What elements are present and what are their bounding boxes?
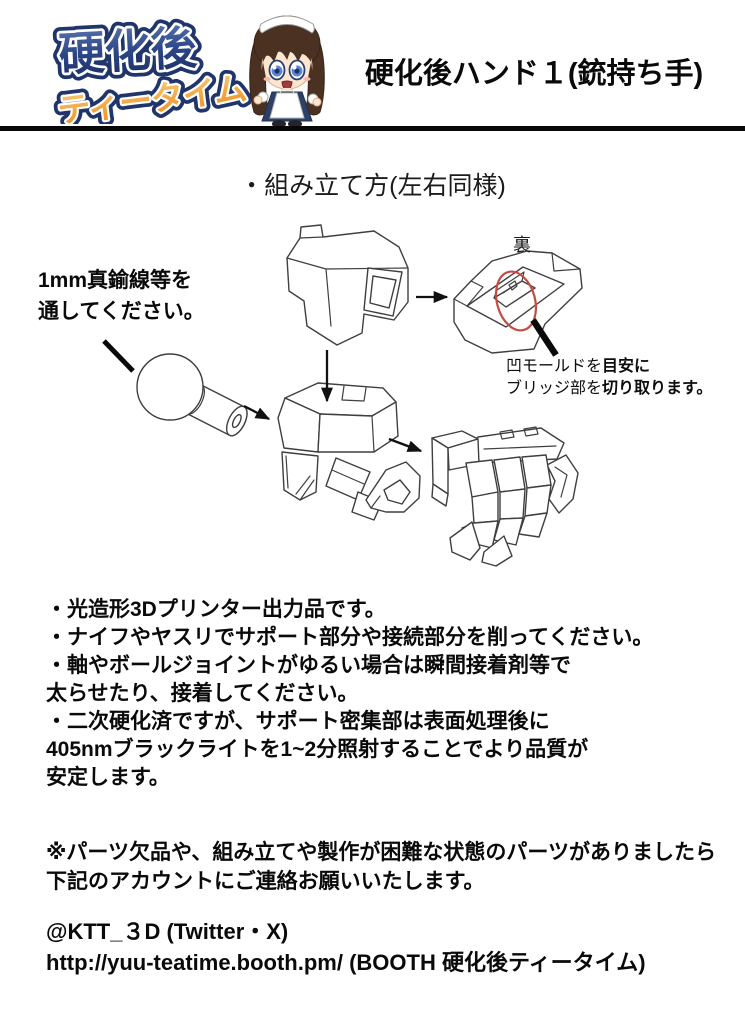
back-side-label: 裏 xyxy=(513,235,531,255)
wire-note-line1: 1mm真鍮線等を xyxy=(38,269,193,292)
note-line: ・光造形3Dプリンター出力品です。 xyxy=(46,598,386,621)
bridge-pointer-line xyxy=(530,318,559,357)
arrow-ball-to-base xyxy=(243,404,271,421)
brand-logo: 硬化後 硬化後 ティータイム ティータイム xyxy=(49,15,251,124)
missing-parts-warning: ※パーツ欠品や、組み立てや製作が困難な状態のパーツがありましたら 下記のアカウン… xyxy=(46,838,716,896)
assembly-section-title: ・組み立て方(左右同様) xyxy=(239,172,506,200)
bridge-note-line2-plain: ブリッジ部を xyxy=(506,379,603,397)
mascot-face xyxy=(260,36,314,91)
assembly-diagram xyxy=(102,224,583,567)
page-title: 硬化後ハンド１(銃持ち手) xyxy=(364,58,704,90)
cover-part-line-art xyxy=(286,224,409,346)
note-line: ・二次硬化済ですが、サポート密集部は表面処理後に xyxy=(46,710,550,733)
bridge-note-line2-bold: 切り取ります。 xyxy=(602,379,713,397)
logo-line1-outline: 硬化後 xyxy=(57,21,199,80)
note-line: 安定します。 xyxy=(46,766,170,789)
brass-wire-line xyxy=(102,339,135,373)
logo-line1: 硬化後 xyxy=(57,21,199,80)
bridge-highlight-circle xyxy=(494,270,538,332)
print-notes: ・光造形3Dプリンター出力品です。 ・ナイフやヤスリでサポート部分や接続部分を削… xyxy=(46,596,653,792)
bridge-note-line1: 凹モールドを目安に xyxy=(506,356,712,378)
bridge-note: 凹モールドを目安に ブリッジ部を切り取ります。 xyxy=(506,356,712,399)
twitter-account: @KTT_３D (Twitter・X) xyxy=(46,919,289,944)
bridge-note-line1-plain: 凹モールドを xyxy=(506,358,603,375)
wire-note-line2: 通してください。 xyxy=(38,300,205,323)
bridge-detail xyxy=(493,280,536,308)
maid-mascot-illustration xyxy=(249,15,325,128)
ball-joint-part-line-art xyxy=(136,353,248,437)
mascot-body xyxy=(253,87,322,128)
arrow-base-to-hand xyxy=(388,437,423,453)
warning-line1: ※パーツ欠品や、組み立てや製作が困難な状態のパーツがありましたら xyxy=(46,841,716,864)
contact-info: @KTT_３D (Twitter・X) http://yuu-teatime.b… xyxy=(46,916,646,978)
bridge-note-line2: ブリッジ部を切り取ります。 xyxy=(506,378,712,400)
wire-note: 1mm真鍮線等を 通してください。 xyxy=(38,265,205,327)
booth-url: http://yuu-teatime.booth.pm/ (BOOTH 硬化後テ… xyxy=(46,950,646,975)
finished-hand-part-line-art xyxy=(431,426,579,567)
warning-line2: 下記のアカウントにご連絡お願いいたします。 xyxy=(46,870,485,893)
note-line: ・ナイフやヤスリでサポート部分や接続部分を削ってください。 xyxy=(46,626,654,649)
note-line: 太らせたり、接着してください。 xyxy=(46,682,359,705)
header: 硬化後 硬化後 ティータイム ティータイム xyxy=(0,0,745,128)
back-view-part-line-art xyxy=(453,250,583,357)
maid-headdress xyxy=(259,15,315,34)
note-line: ・軸やボールジョイントがゆるい場合は瞬間接着剤等で xyxy=(46,654,571,677)
hand-base-part-line-art xyxy=(277,382,421,521)
bridge-note-line1-bold: 目安に xyxy=(602,358,651,375)
header-divider xyxy=(0,126,745,131)
logo-line1-group: 硬化後 硬化後 xyxy=(51,15,206,87)
note-line: 405nmブラックライトを1~2分照射することでより品質が xyxy=(46,738,589,761)
